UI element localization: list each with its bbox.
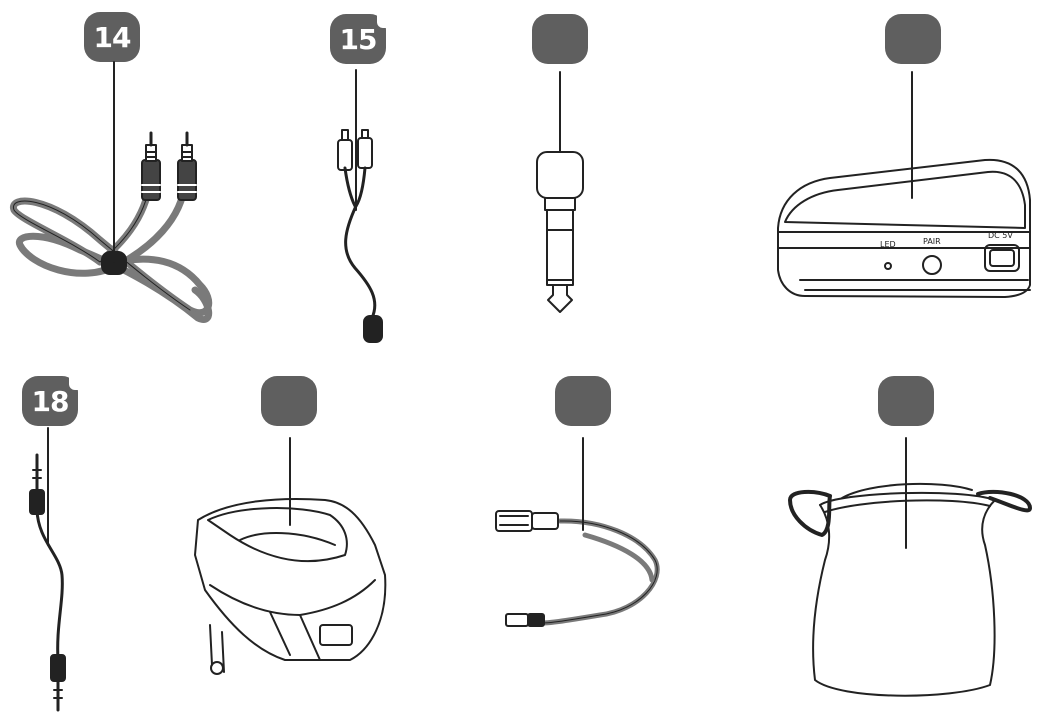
item-badge-19 — [261, 376, 317, 426]
power-adapter-illustration — [194, 498, 387, 675]
led-label: LED — [880, 240, 896, 249]
jack-adapter-illustration — [536, 151, 584, 313]
item-badge-18: 18 — [22, 376, 78, 426]
aux-cable-illustration — [29, 453, 66, 712]
item-badge-17 — [885, 14, 941, 64]
dc-label: DC 5V — [988, 231, 1013, 240]
dual-audio-cable-illustration — [10, 131, 213, 323]
item-badge-20 — [555, 376, 611, 426]
item-badge-21 — [878, 376, 934, 426]
pair-label: PAIR — [923, 237, 941, 246]
receiver-device-illustration — [777, 158, 1031, 298]
badge-notch — [69, 376, 79, 390]
rca-splitter-illustration — [337, 129, 383, 343]
item-badge-16 — [532, 14, 588, 64]
item-badge-14: 14 — [84, 12, 140, 62]
badge-notch — [377, 14, 387, 28]
usb-cable-illustration — [495, 510, 660, 627]
storage-pouch-illustration — [788, 482, 1032, 697]
item-badge-15: 15 — [330, 14, 386, 64]
